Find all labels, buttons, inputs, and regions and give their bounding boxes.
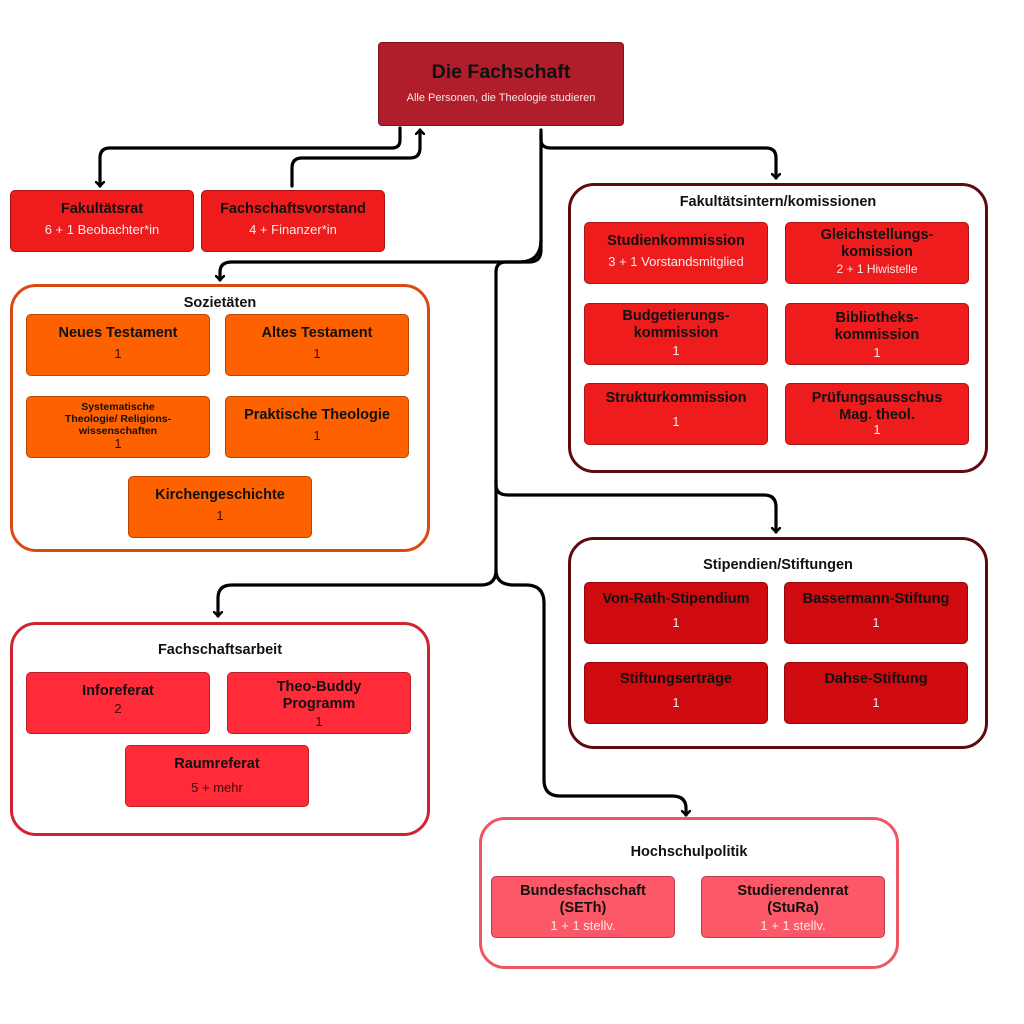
- node-raumreferat: Raumreferat 5 + mehr: [125, 745, 309, 807]
- node-subtitle: 1: [216, 508, 224, 523]
- node-bibliothekskommission: Bibliotheks- kommission 1: [785, 303, 969, 365]
- root-title: Die Fachschaft: [431, 61, 571, 83]
- node-subtitle: 1: [114, 346, 122, 361]
- node-title: Systematische Theologie/ Religions- wiss…: [64, 401, 172, 437]
- node-studienkommission: Studienkommission 3 + 1 Vorstandsmitglie…: [584, 222, 768, 284]
- node-title: Von-Rath-Stipendium: [602, 591, 750, 607]
- node-title: Neues Testament: [58, 325, 178, 341]
- node-title: Strukturkommission: [605, 390, 747, 406]
- node-title: Fachschaftsvorstand: [220, 201, 366, 217]
- group-title: Fakultätsintern/komissionen: [679, 194, 877, 210]
- node-title: Dahse-Stiftung: [824, 671, 928, 687]
- node-title: Bassermann-Stiftung: [802, 591, 950, 607]
- connector-fachschaftsvorstand: [290, 128, 420, 188]
- connector-fakultaetsrat: [100, 126, 402, 188]
- node-fachschaftsvorstand: Fachschaftsvorstand 4 + Finanzer*in: [201, 190, 385, 252]
- node-subtitle: 4 + Finanzer*in: [249, 222, 337, 237]
- node-strukturkommission: Strukturkommission 1: [584, 383, 768, 445]
- node-subtitle: 1: [114, 436, 122, 451]
- group-title: Hochschulpolitik: [630, 844, 748, 860]
- node-title: Budgetierungs- kommission: [622, 308, 730, 341]
- node-inforeferat: Inforeferat 2: [26, 672, 210, 734]
- node-title: Stiftungserträge: [620, 671, 732, 687]
- node-title: Praktische Theologie: [244, 407, 390, 423]
- node-stiftungsertraege: Stiftungserträge 1: [584, 662, 768, 724]
- node-subtitle: 5 + mehr: [191, 780, 243, 795]
- node-bassermann-stiftung: Bassermann-Stiftung 1: [784, 582, 968, 644]
- node-title: Kirchengeschichte: [155, 487, 285, 503]
- connector-fakultaet: [539, 132, 776, 180]
- node-title: Raumreferat: [174, 756, 260, 772]
- connector-stipendien: [494, 478, 776, 534]
- node-title: Studienkommission: [607, 233, 745, 249]
- node-subtitle: 1: [313, 346, 321, 361]
- node-pruefungsausschus: Prüfungsausschus Mag. theol. 1: [785, 383, 969, 445]
- node-title: Bibliotheks- kommission: [834, 310, 920, 343]
- node-subtitle: 1: [672, 414, 680, 429]
- node-subtitle: 6 + 1 Beobachter*in: [44, 222, 160, 237]
- node-subtitle: 1 + 1 stellv.: [760, 918, 826, 933]
- root-subtitle: Alle Personen, die Theologie studieren: [406, 92, 596, 104]
- node-subtitle: 1: [672, 615, 680, 630]
- node-subtitle: 1: [873, 345, 881, 360]
- node-title: Gleichstellungs- komission: [820, 227, 934, 260]
- node-subtitle: 1: [873, 422, 881, 437]
- node-budgetierungskommission: Budgetierungs- kommission 1: [584, 303, 768, 365]
- node-title: Inforeferat: [82, 683, 154, 699]
- node-subtitle: 1: [672, 343, 680, 358]
- node-dahse-stiftung: Dahse-Stiftung 1: [784, 662, 968, 724]
- node-gleichstellungskomission: Gleichstellungs- komission 2 + 1 Hiwiste…: [785, 222, 969, 284]
- node-von-rath-stipendium: Von-Rath-Stipendium 1: [584, 582, 768, 644]
- node-title: Prüfungsausschus Mag. theol.: [811, 390, 943, 423]
- node-subtitle: 1 + 1 stellv.: [550, 918, 616, 933]
- node-subtitle: 1: [315, 714, 323, 729]
- node-fakultaetsrat: Fakultätsrat 6 + 1 Beobachter*in: [10, 190, 194, 252]
- node-title: Altes Testament: [261, 325, 373, 341]
- node-subtitle: 1: [872, 695, 880, 710]
- node-kirchengeschichte: Kirchengeschichte 1: [128, 476, 312, 538]
- node-subtitle: 2 + 1 Hiwistelle: [836, 262, 918, 276]
- node-bundesfachschaft: Bundesfachschaft (SETh) 1 + 1 stellv.: [491, 876, 675, 938]
- node-studierendenrat: Studierendenrat (StuRa) 1 + 1 stellv.: [701, 876, 885, 938]
- group-title: Fachschaftsarbeit: [157, 642, 283, 658]
- group-title: Stipendien/Stiftungen: [703, 557, 853, 573]
- node-title: Studierendenrat (StuRa): [737, 883, 849, 916]
- node-altes-testament: Altes Testament 1: [225, 314, 409, 376]
- node-systematische-theologie: Systematische Theologie/ Religions- wiss…: [26, 396, 210, 458]
- node-theo-buddy-programm: Theo-Buddy Programm 1: [227, 672, 411, 734]
- node-neues-testament: Neues Testament 1: [26, 314, 210, 376]
- node-subtitle: 1: [872, 615, 880, 630]
- node-title: Theo-Buddy Programm: [276, 679, 362, 712]
- node-subtitle: 2: [114, 701, 122, 716]
- node-title: Fakultätsrat: [60, 201, 144, 217]
- node-subtitle: 1: [313, 428, 321, 443]
- node-praktische-theologie: Praktische Theologie 1: [225, 396, 409, 458]
- node-subtitle: 1: [672, 695, 680, 710]
- root-node-fachschaft: Die Fachschaft Alle Personen, die Theolo…: [378, 42, 624, 126]
- node-title: Bundesfachschaft (SETh): [520, 883, 646, 916]
- group-title: Sozietäten: [183, 295, 257, 311]
- node-subtitle: 3 + 1 Vorstandsmitglied: [608, 254, 744, 269]
